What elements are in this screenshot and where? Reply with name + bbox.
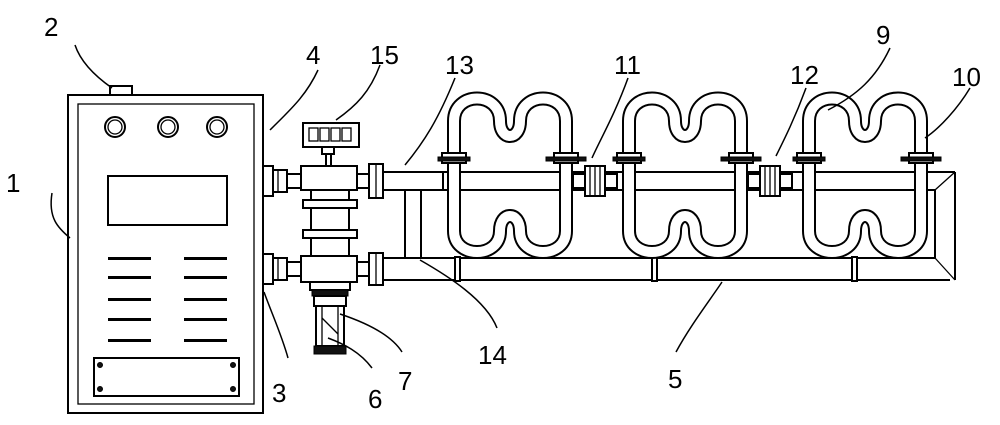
display-window [107, 175, 228, 226]
upper-connector [262, 165, 302, 197]
motor [313, 345, 347, 355]
upper-outlet-pipe [356, 163, 444, 199]
valve-block [300, 165, 358, 291]
label-3: 3 [272, 378, 286, 408]
nameplate [93, 357, 240, 397]
lower-return-pipe [356, 252, 384, 286]
label-9: 9 [876, 20, 890, 50]
label-7: 7 [398, 366, 412, 396]
bypass-pipe [404, 189, 422, 259]
tube-meter-1 [438, 99, 586, 253]
label-1: 1 [6, 168, 20, 198]
tube-meter-3 [793, 99, 941, 253]
label-6: 6 [368, 384, 382, 414]
cabinet [67, 85, 264, 414]
label-13: 13 [445, 50, 474, 80]
tube-meter-2 [613, 99, 761, 253]
filler-cap [109, 85, 133, 96]
reference-numerals: 1 2 3 4 5 6 7 9 10 11 12 13 14 15 [6, 12, 981, 414]
label-11: 11 [614, 50, 641, 80]
coupling-2 [747, 165, 793, 197]
lower-connector [262, 253, 302, 285]
vent-slots [108, 257, 227, 342]
label-10: 10 [952, 62, 981, 92]
label-4: 4 [306, 40, 320, 70]
leader-lines [50, 44, 971, 369]
label-15: 15 [370, 40, 399, 70]
flowmeter [302, 122, 360, 167]
coupling-1 [572, 165, 618, 197]
label-12: 12 [790, 60, 819, 90]
main-pipe [443, 171, 956, 191]
label-14: 14 [478, 340, 507, 370]
label-5: 5 [668, 364, 682, 394]
label-2: 2 [44, 12, 58, 42]
